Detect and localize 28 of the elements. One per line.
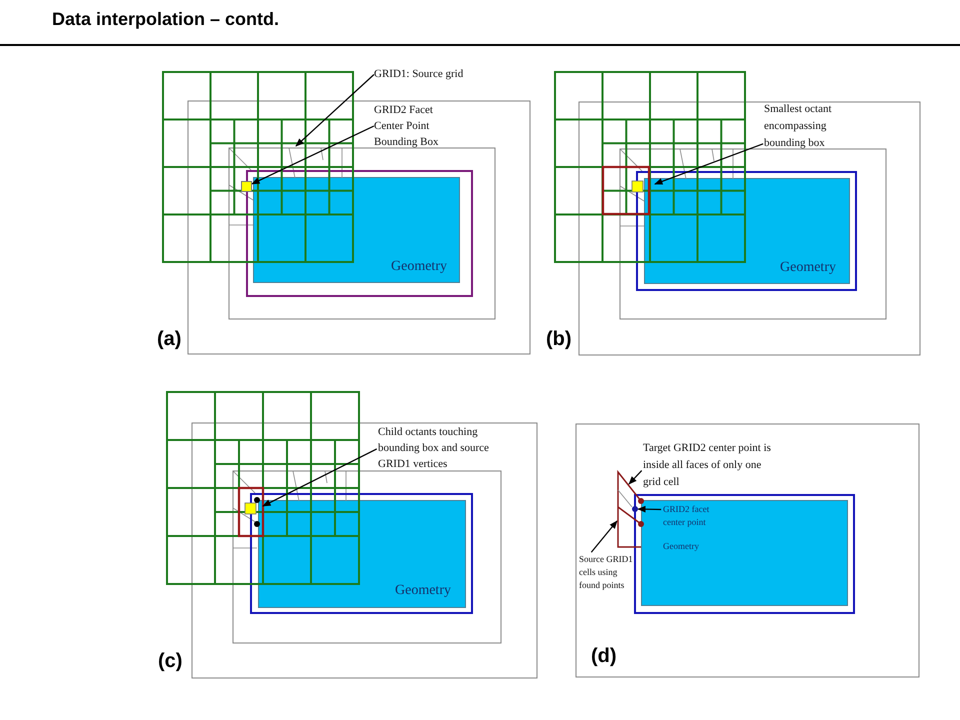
callout-text: Target GRID2 center point is inside all faces of only one grid cell	[643, 440, 772, 491]
callout-text: GRID2 facet center point	[663, 503, 725, 529]
leader-arrow	[654, 143, 764, 185]
geometry-region	[253, 177, 460, 283]
callout-text: GRID2 Facet Center Point Bounding Box	[374, 102, 452, 150]
center-point-dot	[632, 506, 638, 512]
geometry-region	[641, 500, 848, 606]
callout-text: Source GRID1 cells using found points	[579, 553, 635, 592]
geometry-label: Geometry	[391, 259, 447, 275]
panel-label: (c)	[158, 650, 182, 673]
geometry-region	[644, 178, 850, 284]
panel-label: (d)	[591, 645, 617, 668]
geometry-region	[258, 500, 466, 608]
callout-text: Smallest octant encompassing bounding box	[764, 101, 848, 152]
leader-arrow	[262, 448, 378, 507]
geometry-label: Geometry	[780, 260, 836, 276]
leader-arrow	[590, 520, 618, 553]
panel-label: (b)	[546, 328, 572, 351]
leader-arrow	[637, 506, 662, 513]
panel-label: (a)	[157, 328, 182, 351]
geometry-label: Geometry	[395, 583, 451, 599]
callout-text: Child octants touching bounding box and source GRID1 vertices	[378, 424, 500, 472]
marker-square	[241, 181, 252, 192]
slide-title: Data interpolation – contd.	[52, 9, 280, 30]
leader-arrow	[295, 74, 374, 147]
geometry-label: Geometry	[663, 541, 699, 551]
callout-text: GRID1: Source grid	[374, 67, 524, 82]
leader-arrow	[628, 470, 642, 485]
